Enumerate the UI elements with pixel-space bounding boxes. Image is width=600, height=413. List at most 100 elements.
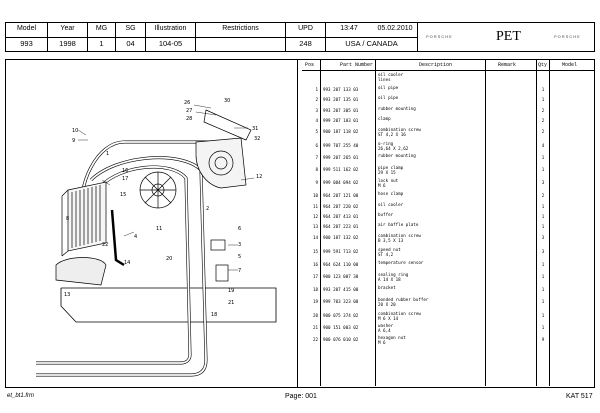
row-description: hexagon nut	[378, 335, 406, 340]
callout-31: 31	[252, 126, 258, 132]
row-part-number: 999 207 103 01	[323, 118, 359, 123]
row-part-number: 999 707 255 40	[323, 143, 359, 148]
callout-18: 18	[211, 312, 217, 318]
col-qty: Qty	[538, 62, 548, 68]
row-description-detail: B 3,5 X 13	[378, 238, 404, 243]
row-part-number: 900 187 132 02	[323, 235, 359, 240]
row-description: bonded rubber buffer	[378, 297, 429, 302]
callout-15: 15	[120, 192, 126, 198]
row-part-number: 999 084 094 02	[323, 180, 359, 185]
restrictions-cell: Restrictions	[196, 23, 286, 51]
illustration-value: 104-05	[158, 39, 183, 48]
row-description: oil pipe	[378, 95, 399, 100]
callout-4: 4	[134, 234, 137, 240]
row-pos: 16	[312, 262, 318, 267]
row-part-number: 900 075 374 02	[323, 313, 359, 318]
row-pos: 10	[312, 193, 318, 198]
year-value: 1998	[59, 39, 76, 48]
time-text: 13:47	[340, 25, 358, 32]
row-qty: 1	[541, 214, 545, 219]
footer-page: Page: 001	[285, 393, 317, 400]
row-part-number: 964 207 220 02	[323, 204, 359, 209]
row-qty: 1	[541, 224, 545, 229]
row-pos: 5	[315, 129, 318, 134]
row-description: pipe clamp	[378, 165, 404, 170]
content-frame	[5, 59, 595, 388]
row-pos: 8	[315, 167, 318, 172]
row-description: oil pipe	[378, 85, 399, 90]
callout-9: 9	[72, 138, 75, 144]
row-description-detail: ST 4,2 X 16	[378, 132, 406, 137]
table-header: Pos Part Number Description Remark Qty M…	[302, 60, 594, 71]
row-description-detail: A 6,4	[378, 328, 391, 333]
callout-27: 27	[186, 108, 192, 114]
callout-28: 28	[186, 116, 192, 122]
hose-piece	[110, 209, 125, 267]
row-part-number: 900 187 118 02	[323, 129, 359, 134]
bracket-part	[215, 264, 229, 282]
row-description: air baffle plate	[378, 222, 419, 227]
row-part-number: 999 207 265 01	[323, 155, 359, 160]
parts-table: Pos Part Number Description Remark Qty M…	[302, 60, 594, 386]
row-qty: 1	[541, 287, 545, 292]
year-label: Year	[60, 25, 75, 32]
callout-26: 26	[184, 100, 190, 106]
row-pos: 21	[312, 325, 318, 330]
col-description: Description	[419, 62, 453, 68]
row-description: o-ring	[378, 141, 394, 146]
row-qty: 2	[541, 193, 545, 198]
sg-label: SG	[125, 25, 136, 32]
row-description-detail: ST 4,2	[378, 252, 394, 257]
row-description: rubber mounting	[378, 106, 416, 111]
illustration-label: Illustration	[154, 25, 187, 32]
app-title: PET	[496, 29, 521, 44]
oil-cooler-radiator	[61, 181, 107, 257]
row-part-number: 993 207 133 03	[323, 87, 359, 92]
exploded-diagram[interactable]: 10 9 26 27 28 30 31 32 1 2 3 4 5 6 7 8 1…	[6, 60, 295, 387]
air-baffle-plate	[55, 257, 107, 286]
row-qty: 1	[541, 299, 545, 304]
brand-logo-left: PORSCHE	[426, 34, 453, 39]
top-bracket	[203, 109, 252, 141]
rubber-mounting	[210, 239, 226, 251]
row-description-detail: A 14 X 18	[378, 277, 401, 282]
model-value: 993	[20, 39, 33, 48]
row-qty: 1	[541, 313, 545, 318]
row-qty: 2	[541, 118, 545, 123]
callout-19: 19	[228, 288, 234, 294]
row-part-number: 964 207 413 01	[323, 214, 359, 219]
row-description: clamp	[378, 116, 391, 121]
fan-housing	[195, 137, 247, 189]
callout-1: 1	[106, 151, 109, 157]
row-qty: 3	[541, 235, 545, 240]
region-text: USA / CANADA	[345, 39, 398, 48]
row-part-number: 999 511 162 02	[323, 167, 359, 172]
row-description: lock nut	[378, 178, 399, 183]
row-part-number: 993 207 305 01	[323, 108, 359, 113]
callout-14: 14	[124, 260, 130, 266]
callout-17: 17	[122, 176, 128, 182]
